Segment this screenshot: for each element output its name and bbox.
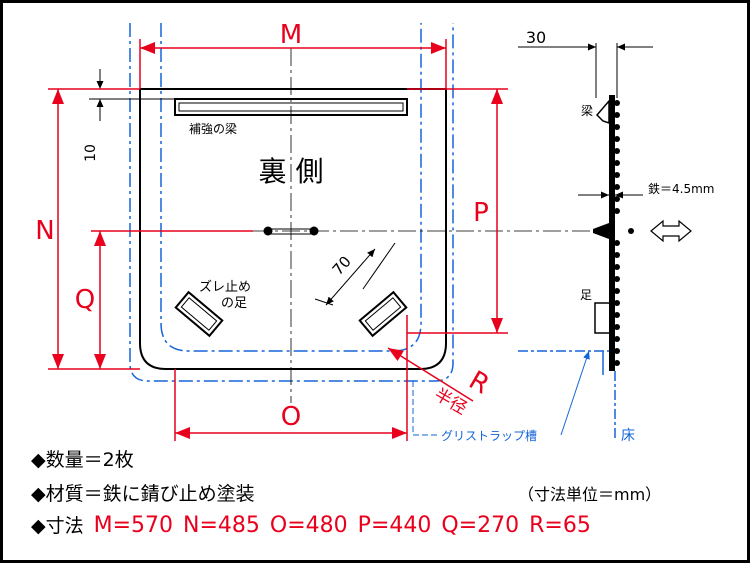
dim-M-value: M=570	[93, 513, 174, 538]
label-dim-10: 10	[83, 144, 99, 162]
label-Q: Q	[75, 285, 95, 315]
note-quantity: ◆数量＝2枚	[31, 449, 134, 471]
grease-trap-leader	[412, 350, 590, 436]
label-dim-30: 30	[526, 28, 546, 47]
dim-O-value: O=480	[269, 513, 348, 538]
dimensions-label: ◆寸法	[31, 515, 84, 537]
label-dim-70: 70	[329, 253, 355, 279]
dim-P-value: P=440	[357, 513, 432, 538]
dim-70-line	[314, 242, 396, 306]
red-dimensions	[48, 39, 508, 441]
label-P: P	[473, 198, 489, 228]
technical-drawing: M N Q P O R 半径 補強の梁 裏 側 ズレ止め の足 10 70 30…	[35, 20, 714, 444]
lift-handle	[263, 226, 319, 236]
note-material: ◆材質＝鉄に錆び止め塗装	[31, 483, 255, 505]
side-section-view	[518, 43, 692, 441]
label-back-side: 裏 側	[259, 155, 324, 188]
dim-10-line	[89, 69, 175, 121]
note-dimensions: ◆寸法 M=570 N=485 O=480 P=440 Q=270 R=65	[31, 511, 601, 538]
label-anti-slip-2: の足	[221, 296, 247, 311]
grease-trap-outline	[129, 23, 454, 382]
label-O: O	[281, 402, 301, 432]
label-grease-trap: グリストラップ槽	[441, 429, 537, 443]
dim-R-value: R=65	[529, 513, 591, 538]
label-iron-thickness: 鉄＝4.5mm	[648, 181, 714, 196]
label-R: R	[464, 365, 495, 400]
label-N: N	[35, 216, 54, 246]
dim-Q-value: Q=270	[441, 513, 520, 538]
label-beam-side: 梁	[581, 103, 593, 118]
slide-arrow-icon	[650, 219, 692, 243]
dim-N-value: N=485	[183, 513, 260, 538]
lid-outline	[139, 88, 447, 370]
label-floor: 床	[621, 428, 635, 444]
note-unit: （寸法単位＝mm）	[518, 485, 662, 504]
label-foot-side: 足	[580, 288, 592, 302]
label-reinforcing-beam: 補強の梁	[189, 121, 237, 136]
label-anti-slip-1: ズレ止め	[199, 279, 251, 295]
anti-slip-feet	[174, 290, 408, 338]
label-M: M	[280, 20, 302, 50]
